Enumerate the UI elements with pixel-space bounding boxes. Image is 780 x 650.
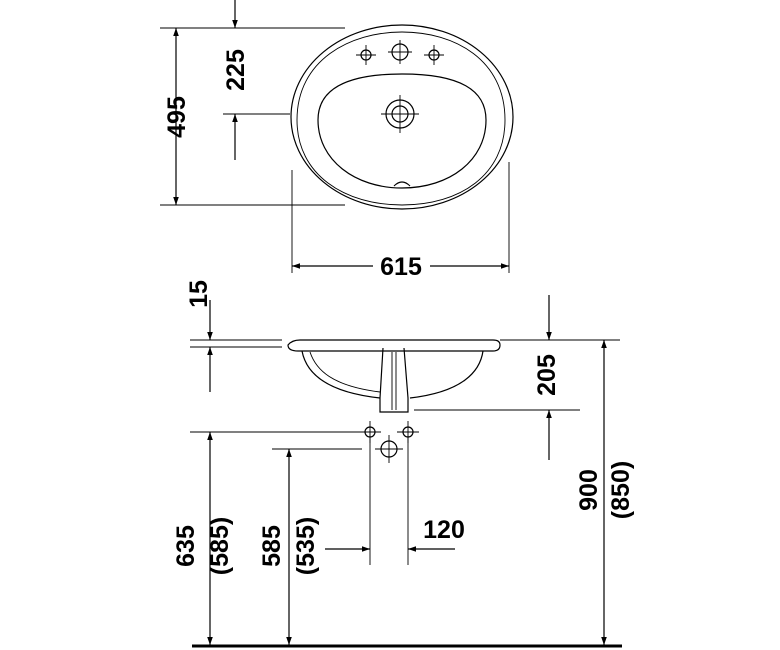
top-view: 495 225 615 [160,0,514,281]
basin-rim-inner-line [296,31,506,206]
dimension-495-label: 495 [163,96,191,138]
dimension-615-label: 615 [380,253,422,281]
dimension-585-alt-label: (585) [206,517,234,575]
tap-hole-left [356,45,376,65]
basin-outer-rim [290,24,514,210]
dimension-635-label: 635 [172,525,200,567]
dimension-535-label: (535) [292,517,320,575]
dimension-850-label: (850) [607,461,635,519]
basin-rim-profile [287,339,501,352]
dimension-15-label: 15 [185,280,213,308]
waste-pipe-circle [375,435,403,463]
tap-hole-center [388,40,412,64]
basin-bowl-outline [317,73,487,189]
tap-hole-right [424,45,444,65]
side-view: 15 205 900 (850) 635 (585) 585 (535) 120 [172,280,635,648]
dimension-120-label: 120 [423,516,465,544]
basin-bowl-profile [301,350,381,399]
dimension-205-label: 205 [533,354,561,396]
dimension-900-label: 900 [575,469,603,511]
dimension-585-label: 585 [258,525,286,567]
overflow-slot [393,181,411,187]
waste-outlet [379,347,409,413]
drain-symbol [381,95,419,133]
dimension-225-label: 225 [222,49,250,91]
